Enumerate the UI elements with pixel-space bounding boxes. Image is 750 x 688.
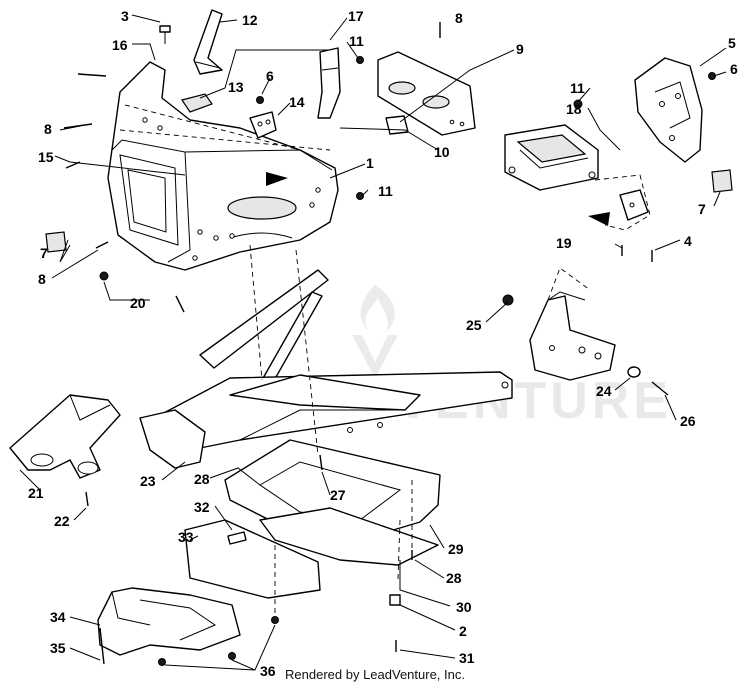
callout-4: 4 bbox=[684, 233, 692, 249]
callout-35: 35 bbox=[50, 640, 66, 656]
callout-33: 33 bbox=[178, 529, 194, 545]
strap-part bbox=[181, 93, 213, 113]
alignment-lines bbox=[249, 244, 413, 620]
lower-pan-part bbox=[259, 507, 439, 566]
callout-31: 31 bbox=[459, 650, 475, 666]
callout-14: 14 bbox=[289, 94, 305, 110]
rubber-pad-right bbox=[711, 169, 733, 193]
skid-guard-part bbox=[97, 587, 241, 656]
callout-15: 15 bbox=[38, 149, 54, 165]
callout-12: 12 bbox=[242, 12, 258, 28]
callout-13: 13 bbox=[228, 79, 244, 95]
rubber-pad-left bbox=[45, 231, 67, 253]
callout-5: 5 bbox=[728, 35, 736, 51]
arrow-marker-2 bbox=[588, 212, 610, 226]
frame-end-bracket-part bbox=[529, 291, 616, 381]
callout-19: 19 bbox=[556, 235, 572, 251]
callout-21: 21 bbox=[28, 485, 44, 501]
callout-11-mid: 11 bbox=[378, 183, 393, 199]
callout-23: 23 bbox=[140, 473, 156, 489]
latch-bracket-part bbox=[317, 47, 341, 119]
callout-36: 36 bbox=[260, 663, 276, 679]
callout-3: 3 bbox=[121, 8, 129, 24]
leader-lines bbox=[19, 14, 727, 671]
callout-28-right: 28 bbox=[446, 570, 462, 586]
main-frame-part bbox=[139, 269, 513, 469]
callout-7-right: 7 bbox=[698, 201, 706, 217]
callout-1: 1 bbox=[366, 155, 374, 171]
footer-credit: Rendered by LeadVenture, Inc. bbox=[285, 667, 465, 682]
module-mount-outline bbox=[594, 174, 651, 231]
fasteners bbox=[63, 22, 716, 666]
duct-part bbox=[9, 394, 121, 479]
callout-17: 17 bbox=[348, 8, 364, 24]
callout-30: 30 bbox=[456, 599, 472, 615]
skid-plate-part bbox=[224, 439, 441, 541]
callout-22: 22 bbox=[54, 513, 70, 529]
callout-11-right: 11 bbox=[570, 80, 585, 96]
right-bracket-part bbox=[634, 57, 703, 163]
callout-27: 27 bbox=[330, 487, 346, 503]
callout-2: 2 bbox=[459, 623, 467, 639]
callout-16: 16 bbox=[112, 37, 128, 53]
callout-8-top: 8 bbox=[455, 10, 463, 26]
bracket-plate-part bbox=[193, 9, 223, 75]
callout-34: 34 bbox=[50, 609, 66, 625]
frame-end-dash bbox=[547, 267, 591, 301]
callout-18: 18 bbox=[566, 101, 582, 117]
callout-8-mid: 8 bbox=[44, 121, 52, 137]
callout-25: 25 bbox=[466, 317, 482, 333]
callout-20: 20 bbox=[130, 295, 146, 311]
callout-7-left: 7 bbox=[40, 245, 48, 261]
callout-11-top: 11 bbox=[349, 33, 364, 49]
callout-labels: 3 16 12 13 6 14 17 11 8 9 10 8 15 1 11 7… bbox=[28, 8, 738, 679]
front-bulkhead-part bbox=[107, 61, 339, 271]
callout-6-right: 6 bbox=[730, 61, 738, 77]
small-bracket-part bbox=[249, 111, 277, 139]
control-module-part bbox=[504, 124, 599, 191]
callout-10: 10 bbox=[434, 144, 450, 160]
callout-8-low: 8 bbox=[38, 271, 46, 287]
upper-plate-part bbox=[377, 51, 476, 136]
callout-32: 32 bbox=[194, 499, 210, 515]
callout-26: 26 bbox=[680, 413, 696, 429]
callout-28-left: 28 bbox=[194, 471, 210, 487]
callout-6-left: 6 bbox=[266, 68, 274, 84]
callout-24: 24 bbox=[596, 383, 612, 399]
callout-9: 9 bbox=[516, 41, 524, 57]
callout-29: 29 bbox=[448, 541, 464, 557]
arrow-marker bbox=[266, 172, 288, 186]
